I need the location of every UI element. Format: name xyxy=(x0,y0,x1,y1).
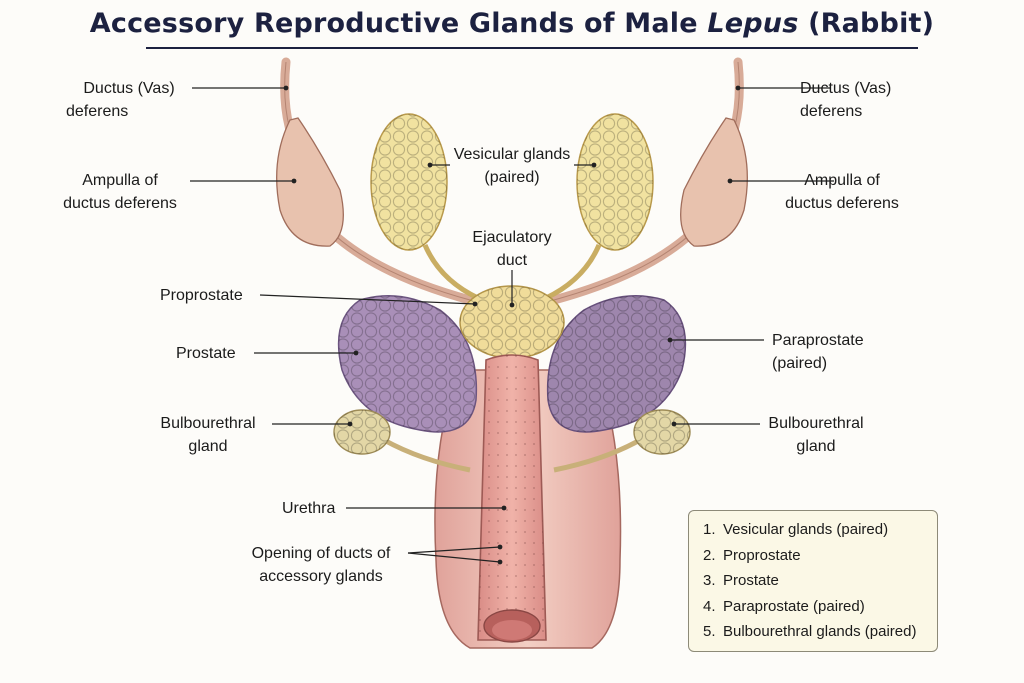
label-bulbourethral-right: Bulbourethral gland xyxy=(768,415,864,455)
label-vesicular-glands: Vesicular glands (paired) xyxy=(453,146,571,186)
label-opening-of-ducts: Opening of ducts of accessory glands xyxy=(251,545,391,585)
label-ductus-deferens-right: Ductus (Vas) deferens xyxy=(800,80,892,120)
bulbourethral-gland-left xyxy=(333,409,471,473)
label-prostate: Prostate xyxy=(176,345,236,362)
label-ampulla-left: Ampulla of ductus deferens xyxy=(63,172,177,212)
title-underline xyxy=(146,47,918,49)
urethra xyxy=(477,354,547,643)
title-suffix: (Rabbit) xyxy=(798,8,935,39)
label-ejaculatory-duct: Ejaculatory duct xyxy=(472,229,552,269)
label-proprostate: Proprostate xyxy=(160,287,243,304)
legend-item: 1.Vesicular glands (paired) xyxy=(703,521,889,538)
proprostate xyxy=(459,285,565,359)
page-title: Accessory Reproductive Glands of Male Le… xyxy=(0,8,1024,39)
vesicular-gland-left xyxy=(370,113,480,301)
title-prefix: Accessory Reproductive Glands of Male xyxy=(89,8,708,39)
leader-lines xyxy=(190,87,834,563)
paraprostate xyxy=(546,295,687,433)
label-ductus-deferens-left: Ductus (Vas) deferens xyxy=(66,80,175,120)
label-bulbourethral-left: Bulbourethral gland xyxy=(160,415,256,455)
bulbourethral-gland-right xyxy=(553,409,691,473)
leader-dots xyxy=(283,85,741,565)
legend-list: 1.Vesicular glands (paired) 2.Proprostat… xyxy=(703,517,937,645)
label-urethra: Urethra xyxy=(282,500,336,517)
legend-item: 5.Bulbourethral glands (paired) xyxy=(703,623,917,640)
vesicular-gland-right xyxy=(544,113,654,301)
legend-item: 4.Paraprostate (paired) xyxy=(703,597,865,615)
title-genus: Lepus xyxy=(707,8,799,39)
legend-item: 3.Prostate xyxy=(703,572,779,589)
label-ampulla-right: Ampulla of ductus deferens xyxy=(785,172,899,212)
ampulla-left xyxy=(276,117,344,247)
legend-box: 1.Vesicular glands (paired) 2.Proprostat… xyxy=(688,510,938,652)
ampulla-right xyxy=(680,117,748,247)
label-paraprostate: Paraprostate (paired) xyxy=(772,332,864,372)
prostate xyxy=(337,295,478,433)
legend-item: 2.Proprostate xyxy=(703,546,801,564)
